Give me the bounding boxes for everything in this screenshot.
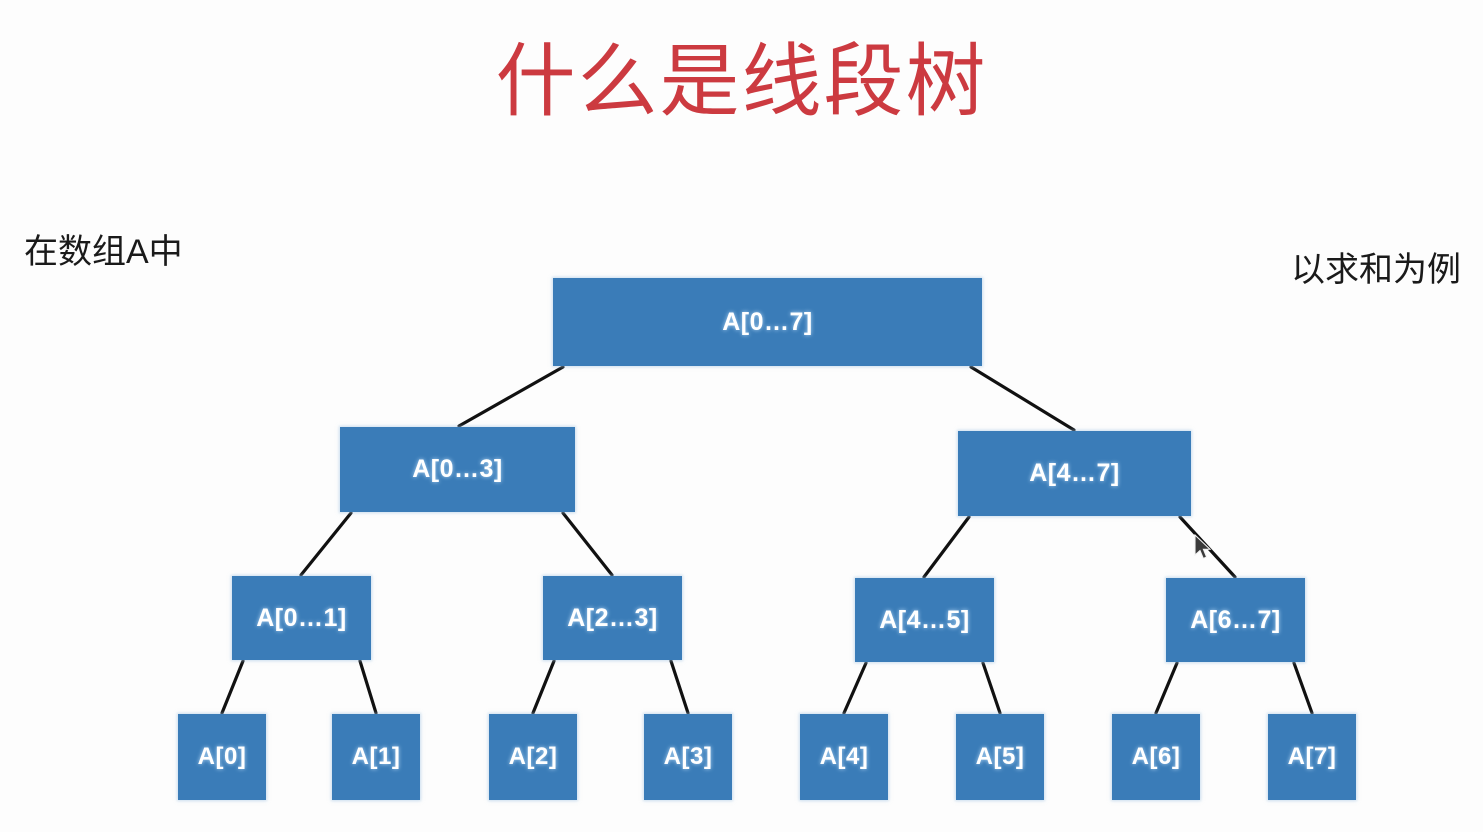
tree-edge-n0_1-l0 <box>220 659 245 715</box>
tree-edge-n0-n0_3 <box>457 365 565 428</box>
tree-node-label: A[0…3] <box>412 455 503 483</box>
tree-node-l4[interactable]: A[4] <box>800 714 888 800</box>
caption-right: 以求和为例 <box>1291 251 1461 289</box>
tree-edge-n2_3-l2 <box>531 659 556 715</box>
tree-node-label: A[2…3] <box>567 603 658 632</box>
tree-edge-n2_3-l3 <box>669 659 690 715</box>
tree-node-label: A[0…1] <box>256 603 347 632</box>
tree-node-n0[interactable]: A[0…7] <box>553 278 982 366</box>
tree-node-n4_5[interactable]: A[4…5] <box>855 578 994 662</box>
tree-node-l6[interactable]: A[6] <box>1112 714 1200 800</box>
tree-node-l7[interactable]: A[7] <box>1268 714 1356 800</box>
tree-node-label: A[4] <box>819 743 869 770</box>
tree-node-label: A[6…7] <box>1190 605 1281 634</box>
tree-node-n4_7[interactable]: A[4…7] <box>958 431 1191 516</box>
tree-node-label: A[4…7] <box>1029 459 1120 487</box>
caption-left: 在数组A中 <box>24 233 183 271</box>
tree-edge-n0_3-n0_1 <box>299 511 353 577</box>
tree-node-n6_7[interactable]: A[6…7] <box>1166 578 1305 662</box>
tree-node-label: A[5] <box>975 743 1025 770</box>
tree-node-label: A[0…7] <box>722 307 813 336</box>
tree-node-label: A[4…5] <box>879 605 970 634</box>
tree-edge-n0-n4_7 <box>969 365 1076 432</box>
tree-node-label: A[7] <box>1287 743 1337 770</box>
tree-node-n2_3[interactable]: A[2…3] <box>543 576 682 660</box>
page-title: 什么是线段树 <box>495 37 988 126</box>
tree-node-n0_3[interactable]: A[0…3] <box>340 427 575 512</box>
tree-node-label: A[0] <box>197 743 247 770</box>
tree-node-label: A[3] <box>663 743 713 770</box>
tree-edge-n6_7-l6 <box>1154 661 1179 715</box>
tree-edge-n4_5-l5 <box>981 661 1002 715</box>
tree-edge-n0_3-n2_3 <box>561 511 614 577</box>
tree-node-l2[interactable]: A[2] <box>489 714 577 800</box>
tree-node-l3[interactable]: A[3] <box>644 714 732 800</box>
tree-node-l1[interactable]: A[1] <box>332 714 420 800</box>
tree-edge-n6_7-l7 <box>1292 661 1314 715</box>
tree-node-label: A[2] <box>508 743 558 770</box>
tree-node-l5[interactable]: A[5] <box>956 714 1044 800</box>
tree-edge-n4_5-l4 <box>842 661 868 715</box>
tree-edge-n0_1-l1 <box>358 659 378 715</box>
tree-node-l0[interactable]: A[0] <box>178 714 266 800</box>
tree-node-label: A[1] <box>351 743 401 770</box>
tree-node-label: A[6] <box>1131 743 1181 770</box>
tree-node-n0_1[interactable]: A[0…1] <box>232 576 371 660</box>
mouse-cursor-icon <box>1194 534 1212 560</box>
tree-edge-n4_7-n4_5 <box>922 515 971 579</box>
